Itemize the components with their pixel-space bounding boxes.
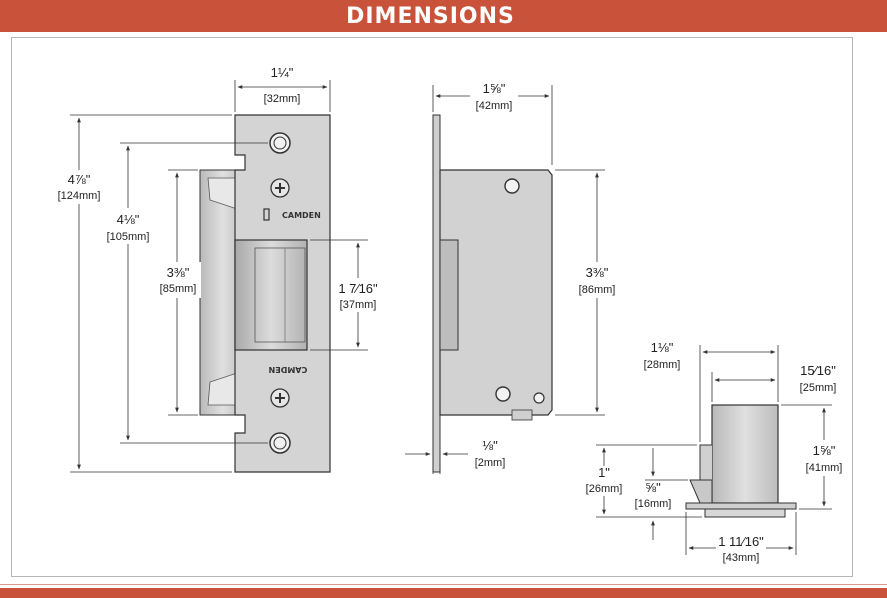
dim-body-height-in: 3⅜" [167,265,190,280]
dim-keeper-height-mm: [37mm] [340,299,377,311]
dim-top-plate-width-mm: [43mm] [723,552,760,564]
dim-top-depth-b-mm: [16mm] [635,498,672,510]
top-view: 1⅛" [28mm] 15⁄16" [25mm] 1⅝" [41mm] 1" [… [582,340,848,567]
section-header: DIMENSIONS [0,0,887,32]
footer-divider [0,584,887,585]
dim-side-height-mm: [86mm] [579,284,616,296]
dim-overall-height-in: 4⅞" [68,172,91,187]
dim-top-height-in: 1⅝" [813,443,836,458]
section-title: DIMENSIONS [346,3,515,29]
mount-hole-bottom [269,432,291,454]
mount-hole-top [269,132,291,154]
brand-label: CAMDEN [282,211,321,220]
side-view: 1⅝" [42mm] 3⅜" [86mm] ⅛" [2mm] [405,80,621,474]
dim-top-plate-width-in: 1 11⁄16" [718,534,764,549]
dim-top-width-a-in: 1⅛" [651,340,674,355]
dim-width-mm: [32mm] [264,93,301,105]
diagram-frame [11,37,853,577]
brand-label-inverted: CAMDEN [269,365,308,374]
dim-top-depth-a-in: 1" [598,465,610,480]
front-view: CAMDEN CAMDEN 1¼" [32mm] 4⅞" [124mm] 4⅛"… [56,65,384,473]
top-body [711,404,779,504]
dim-body-height-mm: [85mm] [160,283,197,295]
dim-hole-spacing-mm: [105mm] [107,231,150,243]
dim-hole-spacing-in: 4⅛" [117,212,140,227]
keeper [234,239,308,351]
dim-plate-thickness-mm: [2mm] [475,457,506,469]
dim-top-depth-a-mm: [26mm] [586,483,623,495]
dim-side-height-in: 3⅜" [586,265,609,280]
dim-depth-in: 1⅝" [483,81,506,96]
dim-overall-height-mm: [124mm] [58,190,101,202]
dim-top-height-mm: [41mm] [806,462,843,474]
dim-top-depth-b-in: ⅝" [645,480,661,495]
side-faceplate [432,114,441,473]
dim-plate-thickness-in: ⅛" [482,438,498,453]
dim-top-width-a-mm: [28mm] [644,359,681,371]
footer-bar [0,588,887,598]
dim-top-width-b-mm: [25mm] [800,382,837,394]
dim-keeper-height-in: 1 7⁄16" [338,281,378,296]
dim-top-width-b-in: 15⁄16" [800,363,836,378]
side-body [439,169,553,416]
dim-depth-mm: [42mm] [476,100,513,112]
dim-width-in: 1¼" [271,65,294,80]
